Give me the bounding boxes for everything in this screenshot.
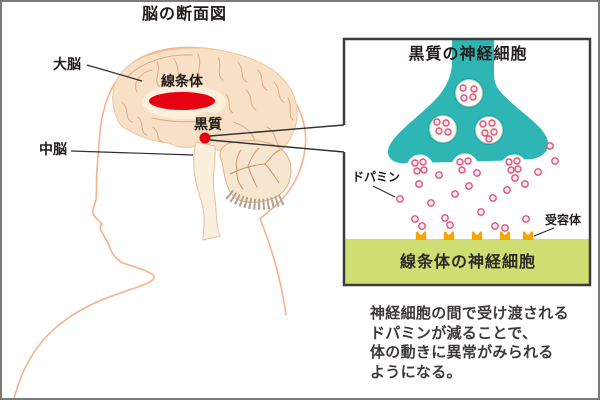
dopamine-dot [451, 190, 459, 198]
dopamine-dot [513, 157, 521, 165]
vesicle [454, 78, 484, 108]
cerebellum-fold-stripes [225, 189, 286, 210]
receptors-group [415, 231, 534, 240]
dopamine-dot [464, 157, 472, 165]
dopamine-dot [521, 180, 529, 188]
dopamine-dot [490, 128, 498, 136]
dopamine-dot [415, 180, 423, 188]
dopamine-pointer-line [372, 185, 396, 198]
label-midbrain: 中脳 [39, 141, 67, 157]
label-substantia-nigra: 黒質 [194, 116, 222, 132]
vesicle [406, 154, 434, 182]
dopamine-dot [459, 84, 467, 92]
dopamine-dot [551, 157, 559, 165]
dopamine-dot [507, 166, 515, 174]
dopamine-dot [465, 182, 473, 190]
explanation-caption: 神経細胞の間で受け渡される ドパミンが減ることで、 体の動きに異常がみられる よ… [370, 304, 585, 382]
dopamine-dot [396, 195, 404, 203]
dopamine-dot [479, 120, 487, 128]
midbrain-leader-line [70, 150, 194, 156]
striatum-highlight [149, 92, 215, 110]
page-title: 脳の断面図 [142, 6, 228, 23]
dopamine-dot [458, 166, 466, 174]
dopamine-dot [503, 186, 511, 194]
dopamine-dot [420, 166, 428, 174]
dopamine-dot [488, 119, 496, 127]
label-striatum: 線条体 [161, 73, 203, 89]
caption-line: ドパミンが減ることで、 [370, 324, 538, 342]
receptor-pointer-line [533, 227, 555, 237]
caption-line: ようになる。 [370, 363, 462, 381]
dopamine-dot [501, 224, 509, 232]
receptor-icon [499, 231, 511, 240]
receptor-icon [522, 231, 534, 240]
dopamine-dots-group [396, 84, 559, 232]
dopamine-dot [469, 93, 477, 101]
callout-line-top [209, 124, 345, 137]
dopamine-dot [491, 222, 499, 230]
dopamine-dot [419, 158, 427, 166]
vesicle [428, 114, 458, 144]
cerebellum-branches [229, 147, 281, 190]
dopamine-dot [441, 214, 449, 222]
dopamine-dot [473, 169, 481, 177]
dopamine-dot [470, 85, 478, 93]
caption-line: 神経細胞の間で受け渡される [370, 305, 569, 322]
substantia-nigra-dot [199, 132, 211, 144]
dopamine-dot [514, 165, 522, 173]
dopamine-dot [485, 135, 493, 143]
dopamine-dot [522, 215, 530, 223]
dopamine-dot [546, 142, 554, 150]
dopamine-dot [446, 221, 454, 229]
dopamine-dot [477, 208, 485, 216]
dopamine-dot [511, 174, 519, 182]
dopamine-dot [505, 158, 513, 166]
brainstem-shape [193, 141, 221, 241]
callout-line-bottom [209, 139, 345, 153]
dopamine-dot [534, 168, 542, 176]
receptor-icon [415, 231, 427, 240]
dopamine-dot [411, 215, 419, 223]
dopamine-dot [435, 171, 443, 179]
dopamine-dot [418, 222, 426, 230]
dopamine-dot [435, 127, 443, 135]
head-outline [13, 46, 307, 398]
inset-box-border [342, 37, 592, 287]
dopamine-dot [442, 119, 450, 127]
dopamine-dot [444, 128, 452, 136]
receptor-icon [443, 231, 455, 240]
label-dopamine: ドパミン [352, 170, 401, 184]
thalamus-shape [191, 112, 225, 136]
dopamine-dot [413, 167, 421, 175]
receptor-icon [471, 231, 483, 240]
inset-title: 黒質の神経細胞 [408, 46, 528, 63]
dopamine-dot [411, 159, 419, 167]
striatum-neuron-band [345, 239, 590, 285]
dopamine-dot [481, 129, 489, 137]
dopamine-dot [427, 199, 435, 207]
caption-line: 体の動きに異常がみられる [370, 344, 554, 361]
label-striatum-neuron: 線条体の神経細胞 [399, 254, 536, 271]
dopamine-dot [456, 158, 464, 166]
dopamine-dot [433, 118, 441, 126]
dopamine-dot [460, 94, 468, 102]
vesicle [451, 153, 479, 181]
cerebrum-leader-line [86, 64, 143, 82]
dopamine-dot [489, 194, 497, 202]
label-cerebrum: 大脳 [53, 56, 81, 72]
label-receptor: 受容体 [545, 213, 582, 227]
